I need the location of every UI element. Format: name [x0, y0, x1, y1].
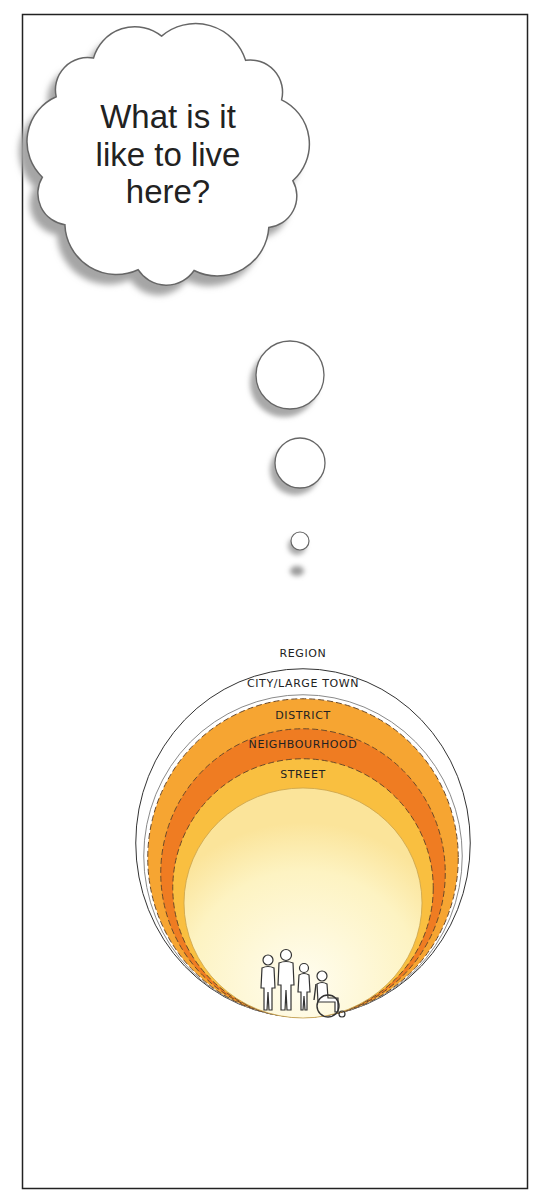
cloud-text-box: What is it like to live here?	[18, 12, 318, 297]
bubble-shadow	[270, 445, 320, 495]
scale-label: CITY/LARGE TOWN	[143, 677, 463, 690]
cloud-shape	[27, 24, 309, 286]
neighbourhood-ring: NEIGHBOURHOOD STREET	[160, 728, 446, 1018]
thought-cloud: What is it like to live here?	[18, 12, 318, 297]
district-ring: DISTRICT NEIGHBOURHOOD STREET	[147, 698, 459, 1018]
street-ring: STREET	[172, 758, 434, 1018]
bubble-shadow	[288, 537, 306, 555]
scale-label: REGION	[135, 647, 471, 660]
bubble-shadow	[250, 349, 318, 417]
thought-bubble	[256, 341, 324, 409]
thought-text: What is it like to live here?	[79, 98, 257, 212]
city-ring: CITY/LARGE TOWNDISTRICTNEIGHBOURHOODSTRE…	[143, 694, 463, 1018]
bubble-shadow	[290, 566, 304, 576]
ring-shape	[161, 729, 446, 1018]
ring-shape	[136, 669, 471, 1018]
thought-bubble	[275, 438, 325, 488]
scale-label: STREET	[172, 768, 434, 781]
ring-shape	[144, 695, 463, 1018]
ring-outline	[172, 758, 434, 1018]
region-ring: REGIONCITY/LARGE TOWNDISTRICTNEIGHBOURHO…	[135, 668, 471, 1018]
thought-bubble	[291, 532, 309, 550]
ring-shape	[173, 759, 434, 1018]
scale-label: NEIGHBOURHOOD	[160, 738, 446, 751]
ring-shape	[148, 699, 459, 1018]
scale-label: DISTRICT	[147, 709, 459, 722]
frame-border	[23, 15, 528, 1189]
